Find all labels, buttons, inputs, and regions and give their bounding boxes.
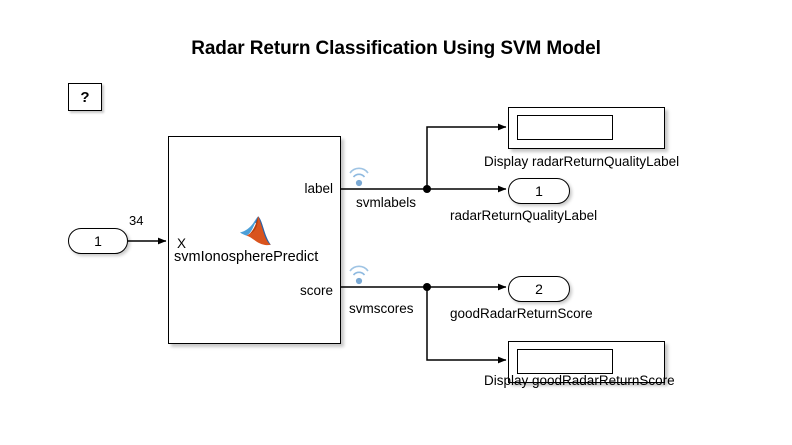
outport-1-caption: radarReturnQualityLabel <box>450 208 598 223</box>
test-point-icon-labels <box>349 167 369 187</box>
signal-junction-labels <box>423 185 431 193</box>
signal-label-svmscores: svmscores <box>349 301 414 316</box>
outport-block-1[interactable]: 1 <box>508 178 570 204</box>
output-port-label-label: label <box>304 181 333 196</box>
inport-block-1[interactable]: 1 <box>68 228 128 254</box>
wire-junction-to-display-bottom <box>426 287 507 364</box>
display-block-good-radar-return-score[interactable] <box>508 341 665 383</box>
output-port-label-score: score <box>299 283 333 298</box>
help-block[interactable]: ? <box>68 83 102 111</box>
svm-predict-block[interactable]: X label score svmIonospherePredict <box>168 136 341 344</box>
outport-number: 1 <box>535 183 543 199</box>
display-value-field <box>517 349 613 374</box>
signal-label-svmlabels: svmlabels <box>356 195 417 210</box>
page-title: Radar Return Classification Using SVM Mo… <box>191 38 601 59</box>
display-top-caption: Display radarReturnQualityLabel <box>484 154 680 169</box>
display-block-radar-return-quality-label[interactable] <box>508 107 665 149</box>
outport-number: 2 <box>535 281 543 297</box>
input-port-label-x: X <box>177 236 187 251</box>
inport-number: 1 <box>94 233 102 249</box>
signal-dimension-label: 34 <box>129 213 144 228</box>
matlab-membrane-icon <box>240 216 271 246</box>
display-bottom-caption: Display goodRadarReturnScore <box>484 373 675 388</box>
outport-2-caption: goodRadarReturnScore <box>450 306 593 321</box>
help-block-label: ? <box>80 88 90 106</box>
signal-junction-scores <box>423 283 431 291</box>
block-name-label: svmIonospherePredict <box>174 249 319 265</box>
test-point-icon-scores <box>349 265 369 285</box>
display-value-field <box>517 115 613 140</box>
outport-block-2[interactable]: 2 <box>508 276 570 302</box>
